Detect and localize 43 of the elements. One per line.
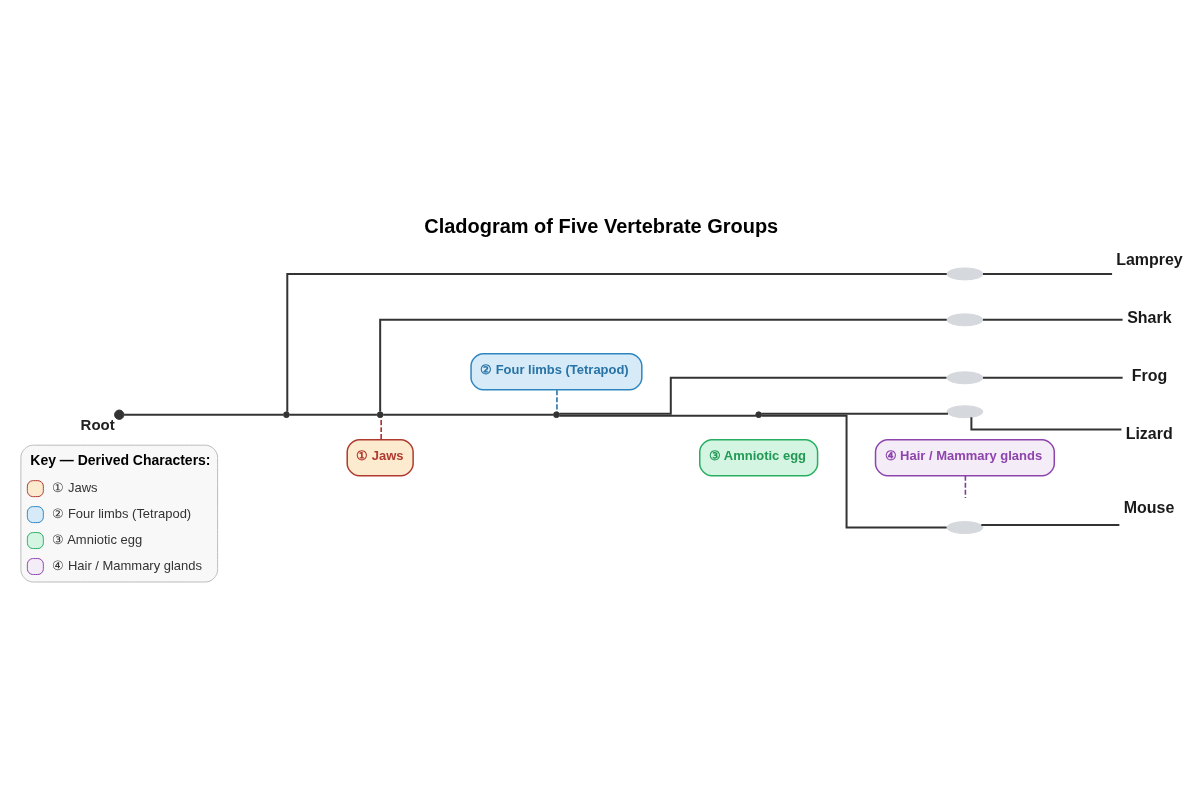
node-text: Lizard	[1125, 424, 1173, 442]
connector	[558, 376, 948, 415]
legend-label: ③ Amniotic egg	[52, 531, 143, 547]
node-box: ① Jaws	[346, 438, 414, 477]
node-circle	[755, 411, 763, 419]
connector	[981, 272, 1114, 275]
connector	[981, 376, 1124, 379]
connector	[123, 413, 285, 416]
connector	[964, 474, 967, 499]
node-box: ② Four limbs (Tetrapod)	[470, 353, 643, 391]
node-circle	[553, 411, 560, 419]
connector	[970, 416, 1123, 431]
node-circle	[114, 409, 125, 420]
node-circle	[376, 411, 384, 419]
connector	[380, 416, 382, 440]
connector	[556, 389, 558, 413]
connector	[379, 318, 948, 413]
node-text: Shark	[1127, 308, 1172, 326]
node-ellipse	[946, 521, 984, 535]
diagram-title: Cladogram of Five Vertebrate Groups	[424, 214, 779, 237]
node-text: Frog	[1131, 366, 1168, 384]
node-label: Root	[80, 416, 115, 434]
legend-label: ④ Hair / Mammary glands	[52, 557, 202, 573]
node-box: ④ Hair / Mammary glands	[874, 438, 1056, 477]
connector	[286, 272, 948, 413]
node-ellipse	[946, 371, 984, 385]
node-ellipse	[946, 267, 984, 281]
connector	[760, 414, 948, 529]
connector	[760, 412, 949, 415]
node-ellipse	[946, 313, 984, 327]
legend-label: ② Four limbs (Tetrapod)	[52, 505, 192, 521]
node-circle	[283, 411, 290, 419]
connector	[288, 413, 378, 416]
connector	[558, 414, 757, 417]
connector	[980, 524, 1121, 527]
legend-label: ① Jaws	[52, 480, 98, 496]
node-text: Lamprey	[1116, 250, 1183, 268]
node-box: ③ Amniotic egg	[699, 438, 819, 477]
node-ellipse	[946, 405, 984, 419]
connector	[981, 318, 1124, 321]
label: Key — Derived Characters:	[30, 451, 211, 468]
connector	[382, 413, 555, 416]
node-text: Mouse	[1123, 499, 1175, 517]
